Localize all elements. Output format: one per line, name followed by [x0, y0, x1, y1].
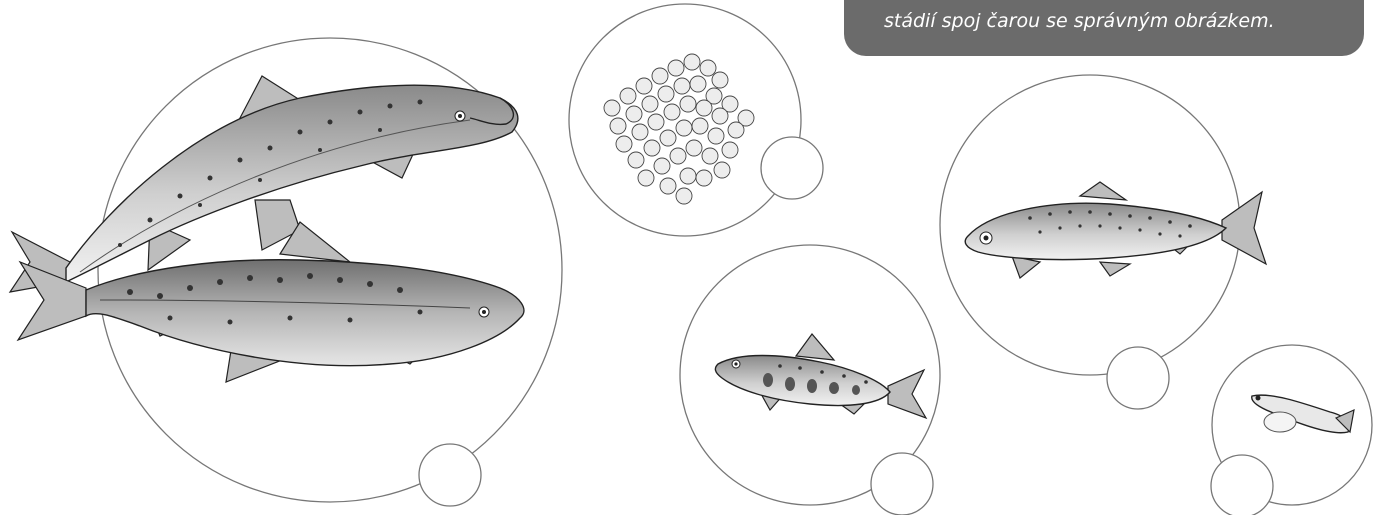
answer-circle[interactable]	[761, 137, 823, 199]
answer-circle[interactable]	[419, 444, 481, 506]
answer-circle[interactable]	[871, 453, 933, 515]
adult-salmon-pair-icon	[10, 76, 524, 382]
stage-young-salmon	[940, 75, 1266, 409]
stage-adult-salmon	[10, 38, 562, 506]
answer-circle[interactable]	[1211, 455, 1273, 515]
stage-alevin	[1211, 345, 1372, 515]
parr-fish-icon	[715, 334, 926, 418]
stage-eggs	[569, 4, 823, 236]
fish-eggs-icon	[604, 54, 754, 204]
smolt-fish-icon	[965, 182, 1266, 278]
stage-juvenile	[680, 245, 940, 515]
alevin-icon	[1252, 395, 1354, 433]
answer-circle[interactable]	[1107, 347, 1169, 409]
